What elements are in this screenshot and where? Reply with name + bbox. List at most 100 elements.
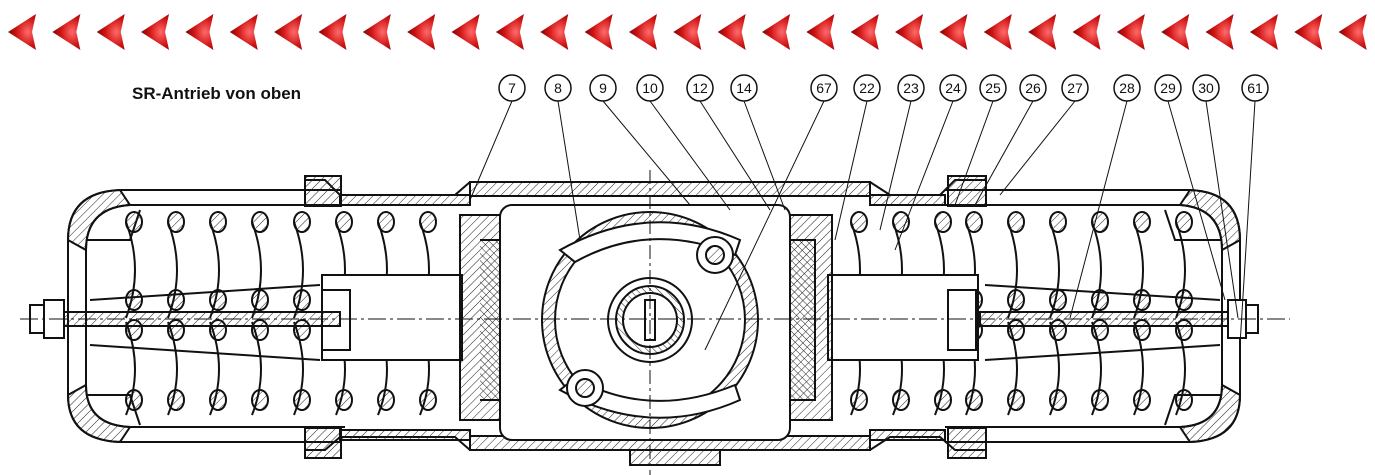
callout-number: 14 — [736, 80, 752, 96]
callout-number: 67 — [816, 80, 832, 96]
callout-number: 24 — [945, 80, 961, 96]
adjust-rod — [20, 299, 1290, 339]
back-arrow-icon — [1205, 14, 1234, 50]
callout-circle — [853, 74, 881, 102]
callout-number: 22 — [859, 80, 875, 96]
leader-line — [557, 100, 581, 241]
back-arrow-icon — [1294, 14, 1323, 50]
callout-number: 12 — [692, 80, 708, 96]
leader-line — [974, 100, 1034, 206]
callout-circle — [544, 74, 572, 102]
leader-line — [1239, 100, 1256, 346]
leader-line — [602, 100, 691, 206]
back-arrow-icon — [451, 14, 480, 50]
spring-coil — [1007, 289, 1025, 311]
spring-wire — [251, 221, 262, 416]
callout-circle — [1113, 74, 1141, 102]
leader-line — [1069, 100, 1128, 319]
back-arrow-strip — [8, 14, 1367, 50]
callout-circle — [1192, 74, 1220, 102]
back-arrow-icon — [274, 14, 303, 50]
leader-line — [1205, 100, 1239, 319]
callout-circle — [810, 74, 838, 102]
callout-number: 7 — [508, 80, 516, 96]
back-arrow-icon — [983, 14, 1012, 50]
leader-line — [704, 100, 825, 351]
back-arrow-icon — [850, 14, 879, 50]
back-arrow-icon — [1028, 14, 1057, 50]
back-arrow-icon — [96, 14, 125, 50]
back-arrow-icon — [407, 14, 436, 50]
spring-coil — [1049, 289, 1067, 311]
back-arrow-icon — [1338, 14, 1367, 50]
callout-number: 26 — [1025, 80, 1041, 96]
callout-labels: 7 8 9 10 12 14 67 22 23 24 25 26 27 28 29 30 61 — [498, 74, 1269, 102]
back-arrow-icon — [762, 14, 791, 50]
callout-number: 10 — [642, 80, 658, 96]
back-arrow-icon — [229, 14, 258, 50]
spring-coil — [1175, 289, 1193, 311]
spring-coil — [125, 289, 143, 311]
spring-wire — [1133, 221, 1144, 416]
spring-wire — [209, 221, 220, 416]
callout-circle — [636, 74, 664, 102]
callout-number: 25 — [985, 80, 1001, 96]
spring-coil — [1133, 289, 1151, 311]
leader-line — [699, 100, 771, 211]
spring-wire — [125, 221, 136, 416]
back-arrow-icon — [939, 14, 968, 50]
leader-line — [834, 100, 868, 241]
back-arrow-icon — [141, 14, 170, 50]
spring-wire — [167, 221, 178, 416]
leader-lines — [469, 100, 1256, 351]
back-arrow-icon — [1116, 14, 1145, 50]
back-arrow-icon — [1161, 14, 1190, 50]
back-arrow-icon — [540, 14, 569, 50]
spring-coil — [209, 289, 227, 311]
callout-circle — [1061, 74, 1089, 102]
spring-coil — [293, 289, 311, 311]
back-arrow-icon — [673, 14, 702, 50]
spring-wire — [1049, 221, 1060, 416]
callout-circle — [730, 74, 758, 102]
spring-coil — [1091, 289, 1109, 311]
pinion-yoke — [499, 170, 791, 475]
back-arrow-icon — [584, 14, 613, 50]
callout-number: 28 — [1119, 80, 1135, 96]
callout-number: 9 — [599, 80, 607, 96]
spring-wire — [1175, 221, 1186, 416]
callout-number: 27 — [1067, 80, 1083, 96]
callout-circle — [979, 74, 1007, 102]
callout-number: 61 — [1247, 80, 1263, 96]
back-arrow-icon — [1249, 14, 1278, 50]
spring-wire — [293, 221, 304, 416]
back-arrow-icon — [362, 14, 391, 50]
callout-circle — [1019, 74, 1047, 102]
back-arrow-icon — [717, 14, 746, 50]
callout-circle — [589, 74, 617, 102]
callout-circle — [1241, 74, 1269, 102]
back-arrow-icon — [895, 14, 924, 50]
callout-number: 23 — [903, 80, 919, 96]
spring-coil — [251, 289, 269, 311]
back-arrow-icon — [185, 14, 214, 50]
leader-line — [649, 100, 731, 211]
callout-circle — [1154, 74, 1182, 102]
back-arrow-icon — [8, 14, 36, 50]
back-arrow-icon — [806, 14, 835, 50]
callout-number: 30 — [1198, 80, 1214, 96]
leader-line — [469, 100, 513, 201]
spring-wire — [1091, 221, 1102, 416]
spring-wire — [1007, 221, 1018, 416]
leader-line — [1167, 100, 1226, 301]
leader-line — [879, 100, 912, 231]
callout-circle — [939, 74, 967, 102]
leader-line — [954, 100, 994, 206]
callout-number: 29 — [1160, 80, 1176, 96]
back-arrow-icon — [495, 14, 524, 50]
spring-coil — [167, 289, 185, 311]
callout-circle — [897, 74, 925, 102]
callout-number: 8 — [554, 80, 562, 96]
